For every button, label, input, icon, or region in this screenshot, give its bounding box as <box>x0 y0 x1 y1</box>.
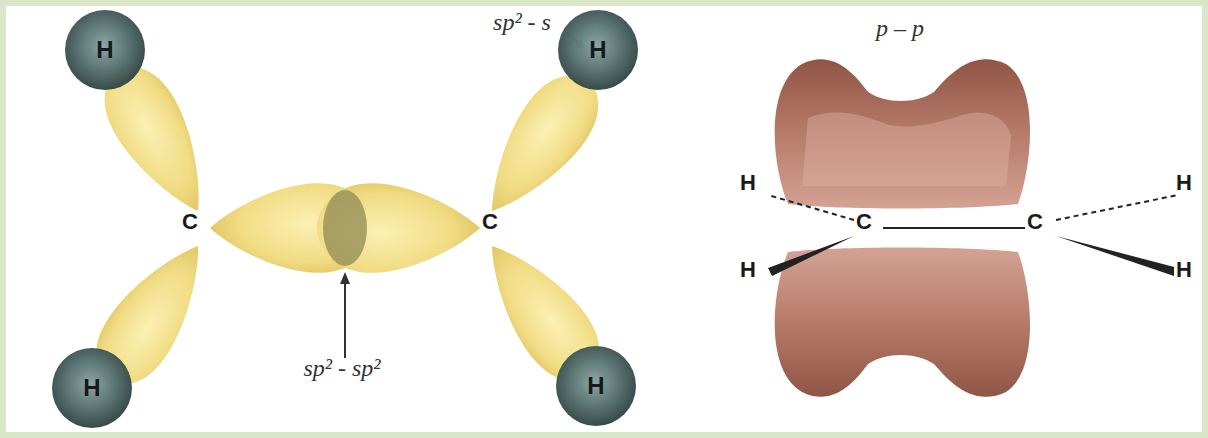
hydrogen-sphere: H <box>52 348 132 428</box>
hydrogen-sphere: H <box>65 10 145 90</box>
atom-symbol: C <box>854 211 874 233</box>
sigma-bond <box>883 227 1026 229</box>
hashed-bond <box>1056 195 1178 220</box>
orbital-label: p – p <box>876 16 924 40</box>
orbital-label: sp² - s <box>493 10 551 34</box>
atom-symbol: C <box>480 211 500 233</box>
p-lobe <box>775 59 1030 208</box>
hashed-bond <box>768 195 854 220</box>
atom-symbol: H <box>589 38 606 62</box>
wedge-bond <box>1056 236 1178 276</box>
sp2-lobe <box>210 183 373 273</box>
atom-symbol: H <box>1174 172 1194 194</box>
pointer-arrow <box>344 282 346 358</box>
atom-symbol: H <box>738 172 758 194</box>
atom-symbol: C <box>1025 211 1045 233</box>
atom-symbol: H <box>587 374 604 398</box>
atom-symbol: H <box>1174 259 1194 281</box>
sp2-lobe <box>317 183 480 273</box>
hydrogen-sphere: H <box>556 346 636 426</box>
wedge-bond <box>768 236 854 276</box>
overlap-region <box>323 190 367 266</box>
atom-symbol: H <box>83 376 100 400</box>
atom-symbol: C <box>180 211 200 233</box>
arrow-head <box>340 272 350 284</box>
lobe-highlight <box>802 112 1011 186</box>
orbital-label: sp² - sp² <box>303 356 380 380</box>
atom-symbol: H <box>738 259 758 281</box>
atom-symbol: H <box>96 38 113 62</box>
p-lobe <box>775 248 1030 397</box>
hydrogen-sphere: H <box>558 10 638 90</box>
